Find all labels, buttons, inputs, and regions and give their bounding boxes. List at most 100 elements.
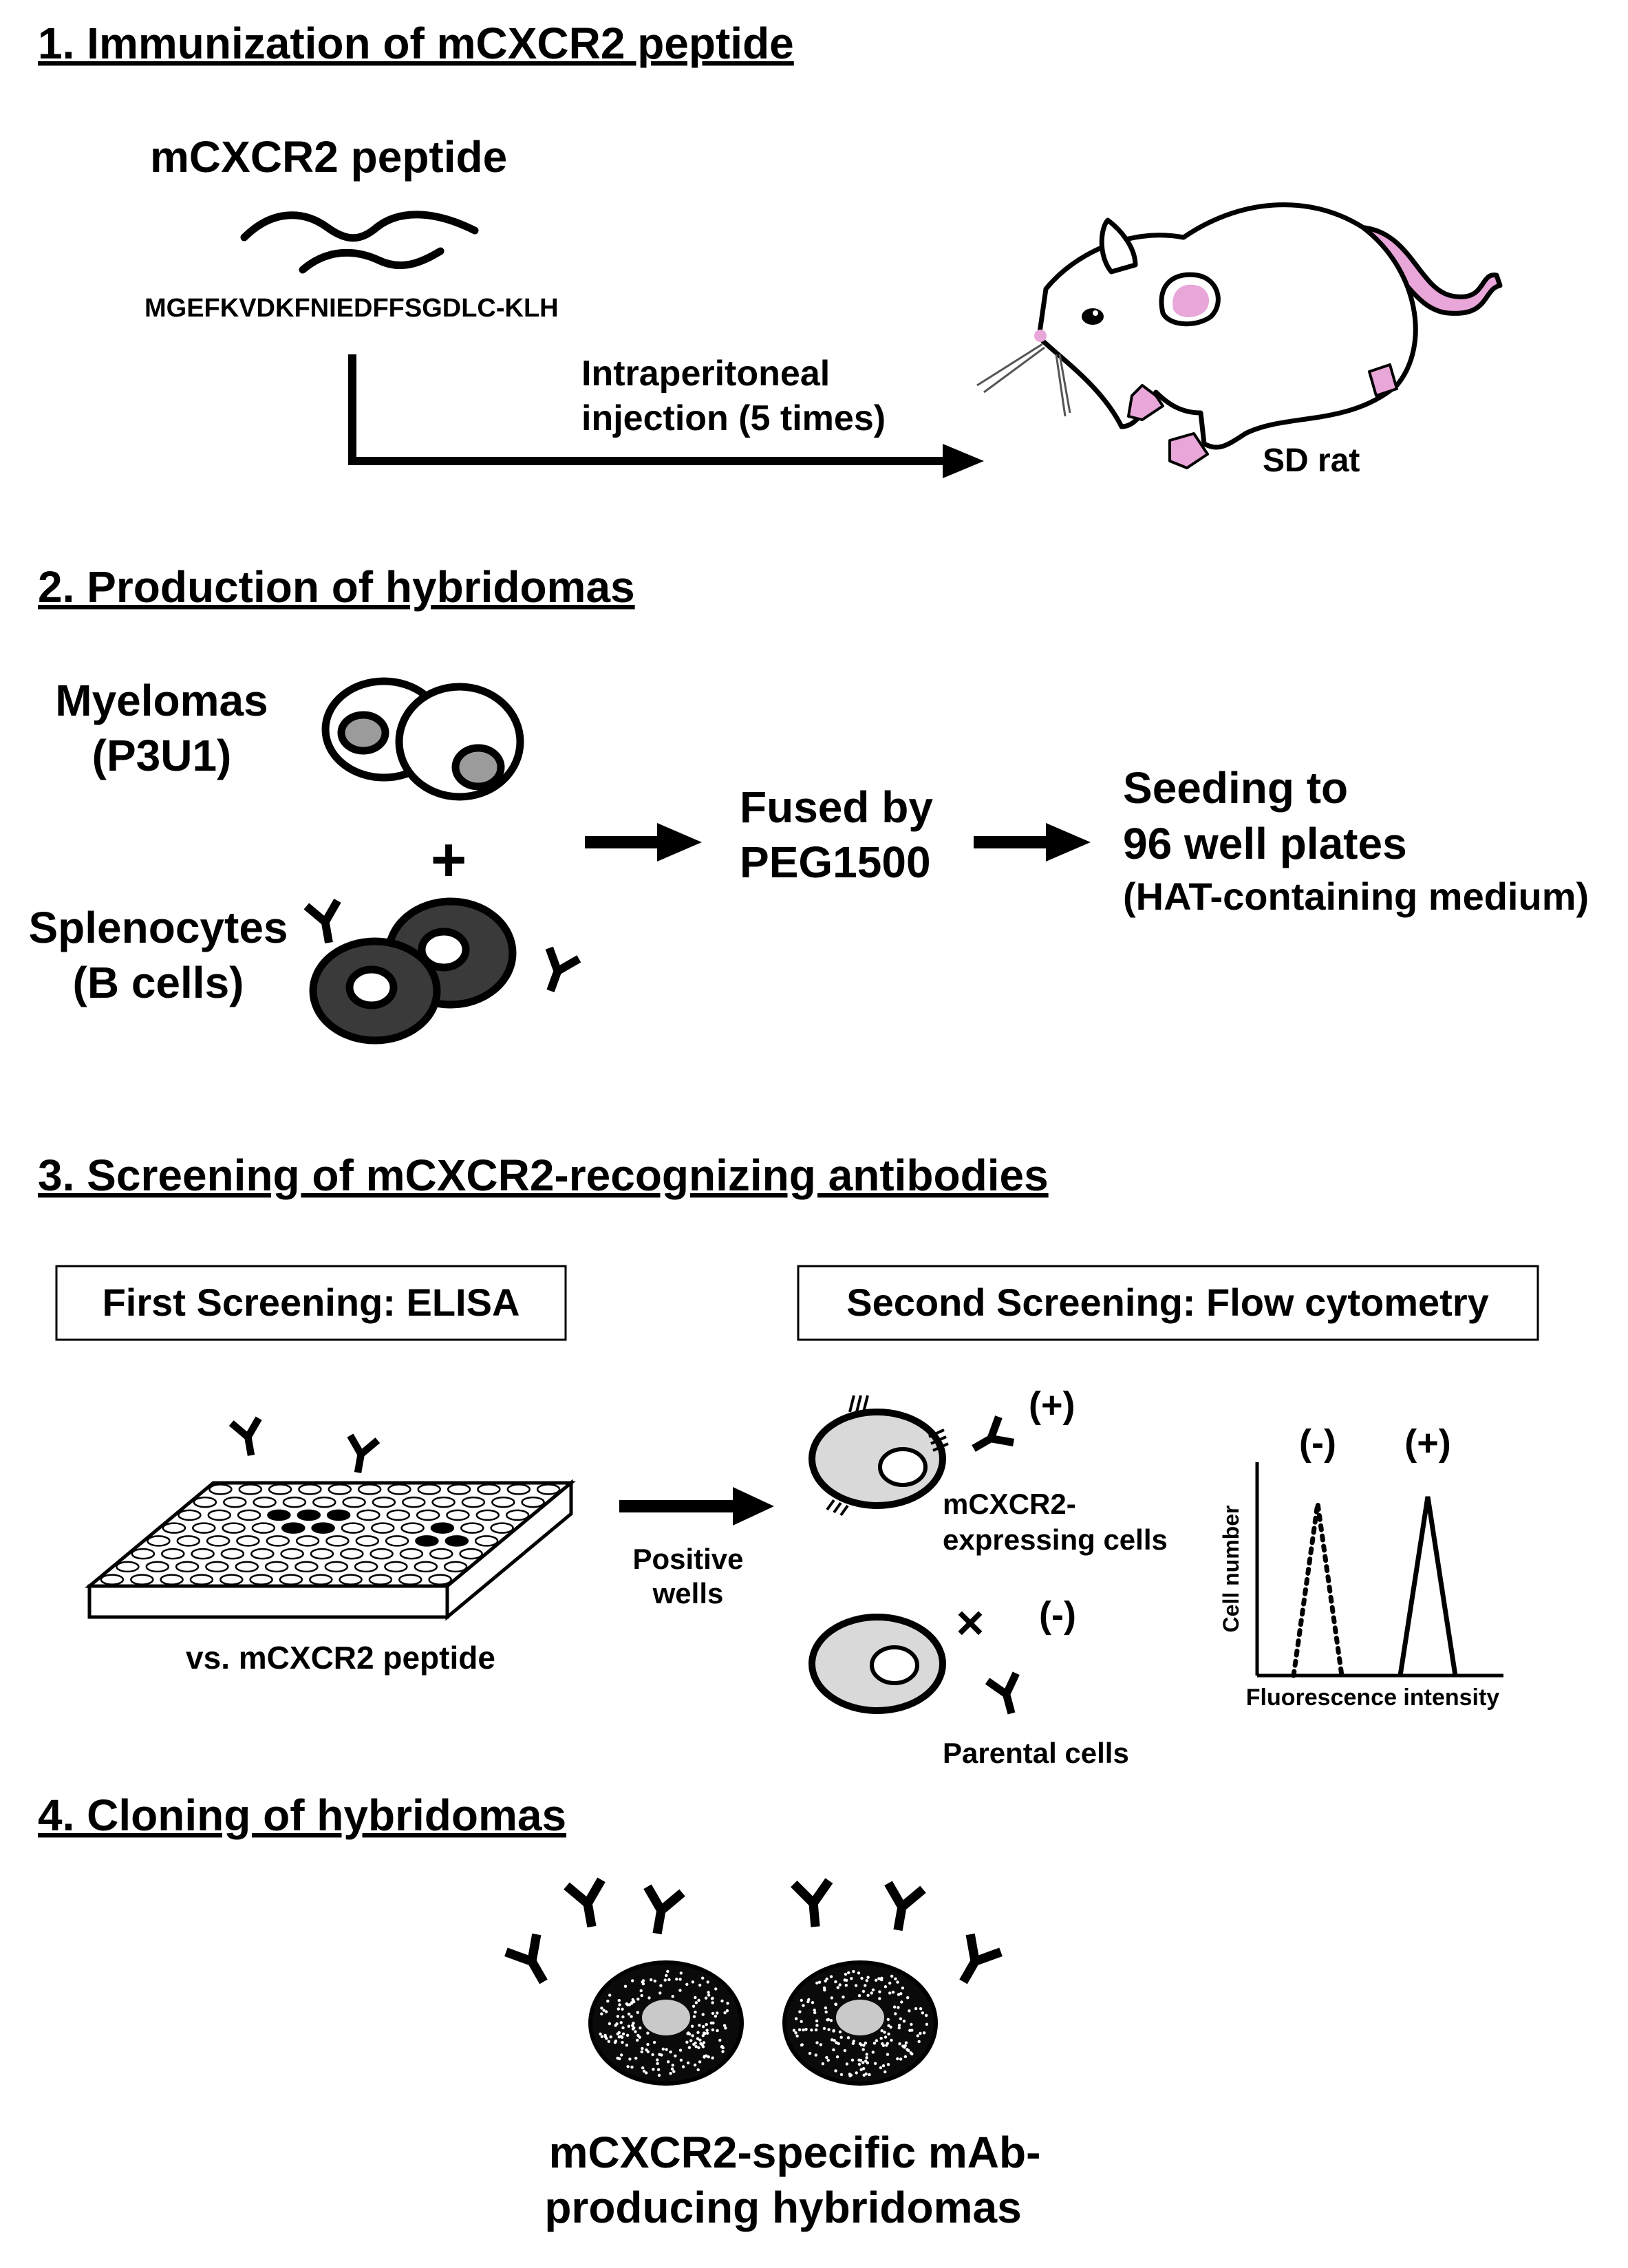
rat-label: SD rat xyxy=(1263,442,1360,479)
plate-well xyxy=(295,1535,320,1547)
plate-well xyxy=(191,1548,215,1560)
plate-well xyxy=(369,1548,394,1560)
chart-x-label: Fluorescence intensity xyxy=(1246,1684,1500,1711)
plate-well xyxy=(237,1509,261,1521)
plate-well xyxy=(445,1535,469,1547)
plate-well xyxy=(324,1561,349,1573)
plate-well xyxy=(193,1496,217,1508)
plate-well xyxy=(205,1561,229,1573)
second-screening-box xyxy=(797,1265,1539,1341)
chart-y-label: Cell number xyxy=(1219,1506,1243,1633)
peptide-sequence: MGEFKVDKFNIEDFFSGDLC-KLH xyxy=(144,294,559,323)
plate-well xyxy=(384,1561,408,1573)
myeloma-cells-icon xyxy=(321,677,524,801)
plate-well xyxy=(176,1535,201,1547)
plate-well xyxy=(325,1535,350,1547)
receptor-marks xyxy=(826,1395,949,1517)
plate-well xyxy=(223,1496,247,1508)
rat-icon xyxy=(976,202,1503,469)
plate-well xyxy=(175,1561,200,1573)
arrow-to-fusion xyxy=(585,823,702,862)
plate-well xyxy=(341,1522,365,1534)
plate-well xyxy=(131,1548,156,1560)
plate-well xyxy=(386,1509,411,1521)
expressing-label-line2: expressing cells xyxy=(943,1523,1168,1556)
antibody-icon xyxy=(945,1929,1006,1993)
positive-sign: (+) xyxy=(1029,1384,1075,1426)
plate-well xyxy=(116,1561,140,1573)
expressing-label-line1: mCXCR2- xyxy=(943,1488,1076,1520)
plate-well xyxy=(371,1522,395,1534)
plate-well xyxy=(326,1509,351,1521)
plate-well xyxy=(219,1574,244,1585)
plate-well xyxy=(208,1484,233,1495)
section-4-title: 4. Cloning of hybridomas xyxy=(38,1790,566,1840)
plate-well xyxy=(298,1484,322,1495)
plate-well xyxy=(161,1548,185,1560)
plate-well xyxy=(222,1522,246,1534)
negative-sign: (-) xyxy=(1039,1594,1076,1636)
plate-well xyxy=(162,1522,186,1534)
fusion-label-line1: Fused by xyxy=(740,782,933,832)
hybridoma-cell-icon xyxy=(782,1960,938,2086)
plate-well xyxy=(251,1522,276,1534)
plate-well xyxy=(357,1484,382,1495)
plate-well xyxy=(267,1509,291,1521)
fusion-label-line2: PEG1500 xyxy=(740,837,931,887)
injection-label-line2: injection (5 times) xyxy=(581,398,886,438)
seeding-label-line2: 96 well plates xyxy=(1123,819,1407,868)
plate-well xyxy=(356,1509,381,1521)
antibody-icon xyxy=(790,1877,837,1929)
plate-well xyxy=(398,1574,422,1585)
positive-wells-line2: wells xyxy=(652,1577,724,1609)
plate-well xyxy=(282,1496,307,1508)
plate-well xyxy=(536,1484,561,1495)
plate-well xyxy=(446,1509,470,1521)
myeloma-label-line2: (P3U1) xyxy=(92,731,232,780)
plate-well xyxy=(368,1574,393,1585)
plate-well xyxy=(387,1484,411,1495)
antibody-icon xyxy=(877,1879,928,1934)
antibody-icon xyxy=(341,1433,381,1476)
chart-positive-label: (+) xyxy=(1404,1422,1451,1464)
plate-well xyxy=(192,1522,216,1534)
antibody-icon xyxy=(228,1415,268,1459)
plate-well xyxy=(340,1548,364,1560)
plate-well xyxy=(281,1522,306,1534)
cloning-caption-line2: producing hybridomas xyxy=(544,2183,1021,2232)
arrow-to-flow xyxy=(619,1487,774,1526)
plate-well xyxy=(253,1496,277,1508)
plus-sign: + xyxy=(431,826,467,895)
plate-well xyxy=(461,1496,486,1508)
plate-well xyxy=(402,1496,426,1508)
plate-well xyxy=(280,1548,304,1560)
plate-well xyxy=(130,1574,154,1585)
first-screening-label: First Screening: ELISA xyxy=(103,1281,520,1324)
first-screening-box xyxy=(55,1265,567,1341)
plate-well xyxy=(459,1548,483,1560)
plate-well xyxy=(460,1522,484,1534)
section-2-title: 2. Production of hybridomas xyxy=(38,562,635,612)
plate-well xyxy=(235,1561,259,1573)
hybridoma-cell-icon xyxy=(588,1960,744,2086)
plate-well xyxy=(268,1484,292,1495)
plate-well xyxy=(207,1509,232,1521)
parental-cell-icon xyxy=(808,1614,946,1714)
plate-well xyxy=(264,1561,289,1573)
antibody-icon xyxy=(303,897,348,946)
splenocyte-label-line2: (B cells) xyxy=(73,958,244,1007)
splenocyte-label-line1: Splenocytes xyxy=(28,903,288,952)
antibody-icon xyxy=(562,1876,613,1931)
section-1-title: 1. Immunization of mCXCR2 peptide xyxy=(38,19,794,68)
plate-well xyxy=(399,1548,424,1560)
injection-label-line1: Intraperitoneal xyxy=(581,354,830,394)
plate-well xyxy=(475,1509,500,1521)
plate-well xyxy=(100,1574,125,1585)
plate-well xyxy=(249,1574,273,1585)
elisa-plate-icon xyxy=(85,1479,576,1621)
antibody-icon xyxy=(501,1929,562,1993)
no-binding-cross: × xyxy=(956,1596,985,1649)
plate-well xyxy=(189,1574,214,1585)
chart-negative-label: (-) xyxy=(1299,1422,1336,1464)
peptide-label: mCXCR2 peptide xyxy=(150,132,507,182)
